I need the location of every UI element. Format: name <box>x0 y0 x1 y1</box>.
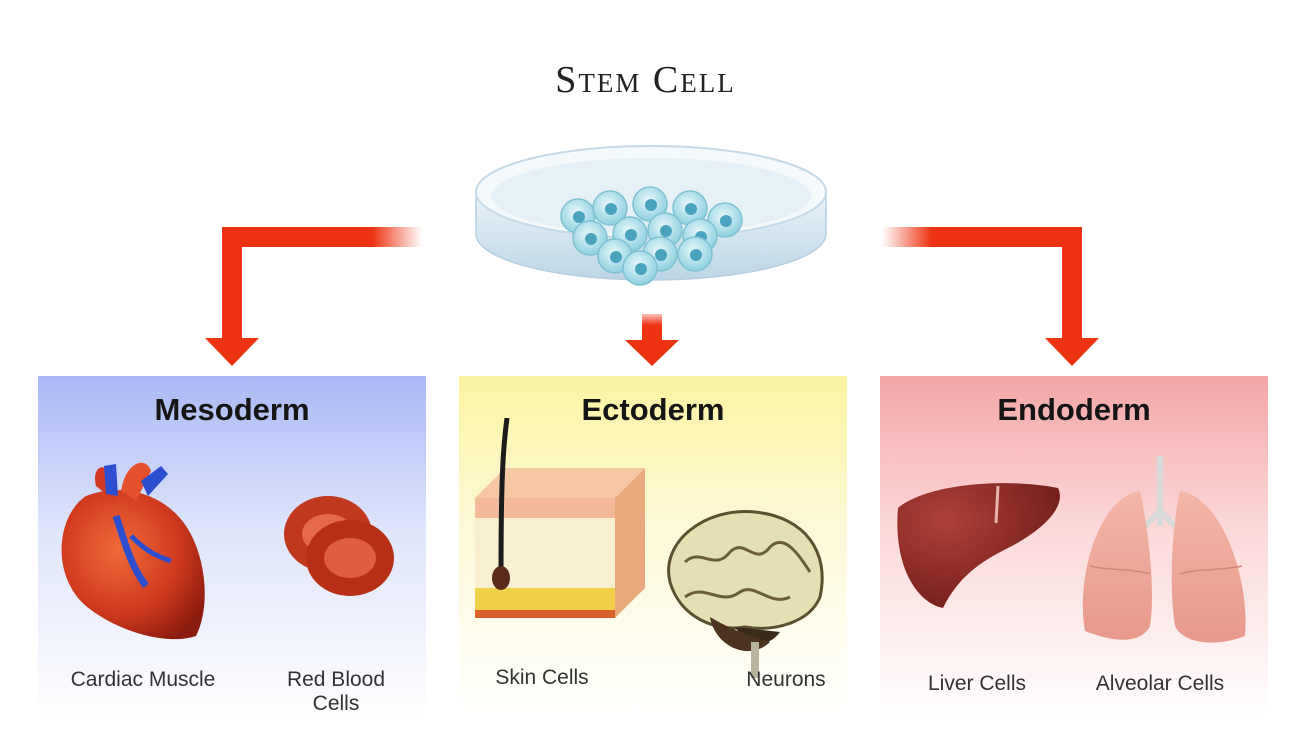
caption-cardiac-muscle: Cardiac Muscle <box>48 668 238 692</box>
arrow-center <box>625 314 679 366</box>
cell-nucleus <box>645 199 657 211</box>
panel-title-endoderm: Endoderm <box>880 392 1268 428</box>
panel-title-mesoderm: Mesoderm <box>38 392 426 428</box>
cell-nucleus <box>685 203 697 215</box>
panel-endoderm: Endoderm Liver Cells Alveolar Cells <box>880 376 1268 720</box>
panel-ectoderm: Ectoderm Skin Cells Neurons <box>459 376 847 720</box>
lungs-icon <box>1070 456 1260 656</box>
cell-nucleus <box>625 229 637 241</box>
skin-layer-icon <box>465 418 645 628</box>
liver-icon <box>888 478 1068 618</box>
caption-skin-cells: Skin Cells <box>467 666 617 690</box>
heart-icon <box>46 456 216 646</box>
cell-nucleus <box>605 203 617 215</box>
cell-nucleus <box>635 263 647 275</box>
arrow-left <box>205 227 422 366</box>
arrow-right <box>882 227 1099 366</box>
caption-alveolar-cells: Alveolar Cells <box>1075 672 1245 696</box>
petri-dish-icon <box>470 138 832 298</box>
cell-nucleus <box>720 215 732 227</box>
caption-red-blood-cells: Red Blood Cells <box>266 668 406 716</box>
cell-nucleus <box>585 233 597 245</box>
cell-nucleus <box>610 251 622 263</box>
caption-neurons: Neurons <box>721 668 851 692</box>
red-blood-cells-icon <box>280 490 400 600</box>
brain-icon <box>655 502 835 682</box>
cell-nucleus <box>660 225 672 237</box>
cell-nucleus <box>655 249 667 261</box>
panel-mesoderm: Mesoderm Cardiac Muscle Red Blood Cells <box>38 376 426 720</box>
cell-nucleus <box>690 249 702 261</box>
caption-liver-cells: Liver Cells <box>902 672 1052 696</box>
cell-nucleus <box>573 211 585 223</box>
